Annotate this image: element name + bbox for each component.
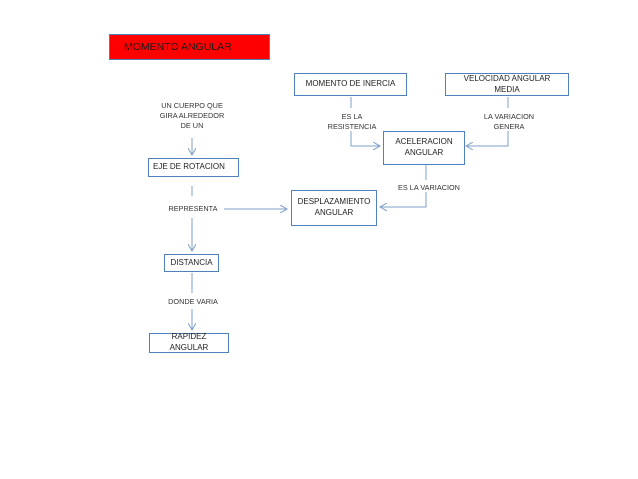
link-resistencia: ES LA RESISTENCIA — [324, 112, 380, 132]
node-velocidad-text: VELOCIDAD ANGULAR MEDIA — [463, 73, 551, 94]
node-aceleracion-line2: ANGULAR — [404, 148, 444, 157]
node-aceleracion-angular: ACELERACION ANGULAR — [383, 131, 465, 165]
link-genera-line2: GENERA — [493, 121, 525, 131]
node-desplazamiento-line1: DESPLAZAMIENTO — [297, 197, 371, 207]
arrow-resistencia-to-aceleracion — [350, 131, 380, 146]
link-genera: LA VARIACION GENERA — [478, 112, 540, 132]
node-rapidez-text: RAPIDEZ ANGULAR — [169, 332, 209, 352]
link-representa-text: REPRESENTA — [168, 204, 218, 213]
node-distancia-text: DISTANCIA — [170, 257, 213, 267]
link-cuerpo-line1: UN CUERPO QUE — [161, 101, 223, 110]
link-es-la-variacion: ES LA VARIACION — [392, 183, 466, 193]
node-distancia: DISTANCIA — [164, 254, 219, 272]
link-genera-line1: LA VARIACION — [483, 112, 535, 121]
arrow-variacion-to-desplazamiento — [380, 192, 427, 207]
node-rapidez-angular: RAPIDEZ ANGULAR — [149, 332, 229, 353]
link-donde-varia: DONDE VARIA — [156, 297, 230, 307]
link-cuerpo-line2: GIRA ALREDEDOR — [159, 110, 225, 120]
node-inercia-text: MOMENTO DE INERCIA — [305, 79, 396, 89]
node-eje-rotacion: EJE DE ROTACION — [148, 158, 239, 177]
node-desplazamiento-angular: DESPLAZAMIENTO ANGULAR — [291, 190, 377, 226]
link-resistencia-line1: ES LA — [341, 112, 363, 121]
node-desplazamiento-line2: ANGULAR — [314, 208, 354, 217]
node-velocidad-angular-media: VELOCIDAD ANGULAR MEDIA — [445, 73, 569, 96]
link-variacion-text: ES LA VARIACION — [398, 183, 460, 192]
link-cuerpo: UN CUERPO QUE GIRA ALREDEDOR DE UN — [142, 101, 242, 131]
link-donde-varia-text: DONDE VARIA — [168, 297, 218, 306]
link-representa: REPRESENTA — [160, 204, 226, 214]
title-node: MOMENTO ANGULAR — [109, 34, 270, 60]
node-eje-text: EJE DE ROTACION — [153, 162, 225, 172]
node-momento-inercia: MOMENTO DE INERCIA — [294, 73, 407, 96]
link-resistencia-line2: RESISTENCIA — [327, 121, 377, 131]
link-cuerpo-line3: DE UN — [180, 120, 204, 130]
node-aceleracion-line1: ACELERACION — [395, 137, 453, 147]
title-text: MOMENTO ANGULAR — [124, 40, 232, 53]
arrow-genera-to-aceleracion — [466, 131, 509, 146]
